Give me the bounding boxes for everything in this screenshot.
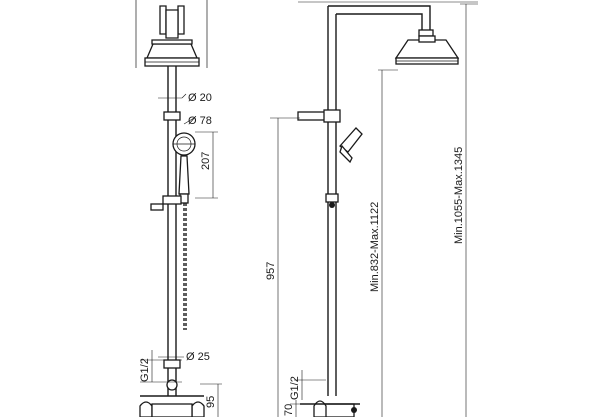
dim-range-head: Min.832-Max.1122 — [369, 69, 398, 417]
label-957: 957 — [265, 262, 277, 280]
dim-range-total: Min.1055-Max.1345 — [453, 3, 478, 417]
mixer-front — [139, 379, 205, 417]
dim-957: 957 — [265, 117, 300, 417]
label-g12-left: G1/2 — [139, 358, 151, 382]
wall-bracket-side — [297, 109, 341, 123]
dim-70: 70 — [283, 400, 318, 417]
front-view: Ø 20 Ø 78 207 G1/2 Ø 25 — [135, 0, 222, 417]
dim-207: 207 — [195, 131, 218, 199]
dim-d78: Ø 78 — [183, 115, 212, 127]
label-207: 207 — [200, 152, 212, 170]
shower-head-side — [394, 35, 460, 65]
label-d20: Ø 20 — [188, 92, 212, 104]
label-d78: Ø 78 — [188, 115, 212, 127]
dim-95: 95 — [200, 383, 222, 417]
shower-head-front — [144, 5, 200, 67]
dim-d20: Ø 20 — [158, 92, 212, 104]
dim-g12-left: G1/2 — [139, 350, 182, 383]
hand-shower-front — [150, 132, 196, 330]
mixer-side — [300, 400, 360, 417]
label-95: 95 — [205, 396, 217, 408]
dim-d25: Ø 25 — [158, 351, 210, 363]
label-70: 70 — [283, 404, 295, 416]
dim-g12-right: G1/2 — [289, 370, 326, 400]
label-range-head: Min.832-Max.1122 — [369, 202, 381, 292]
label-g12-right: G1/2 — [289, 376, 301, 400]
side-view: 957 G1/2 70 Min.832-Max.1122 Min.1055-Ma… — [265, 1, 478, 417]
riser-pipe-front — [163, 66, 181, 396]
label-range-total: Min.1055-Max.1345 — [453, 147, 465, 244]
hand-shower-side — [325, 127, 363, 208]
label-d25: Ø 25 — [186, 351, 210, 363]
